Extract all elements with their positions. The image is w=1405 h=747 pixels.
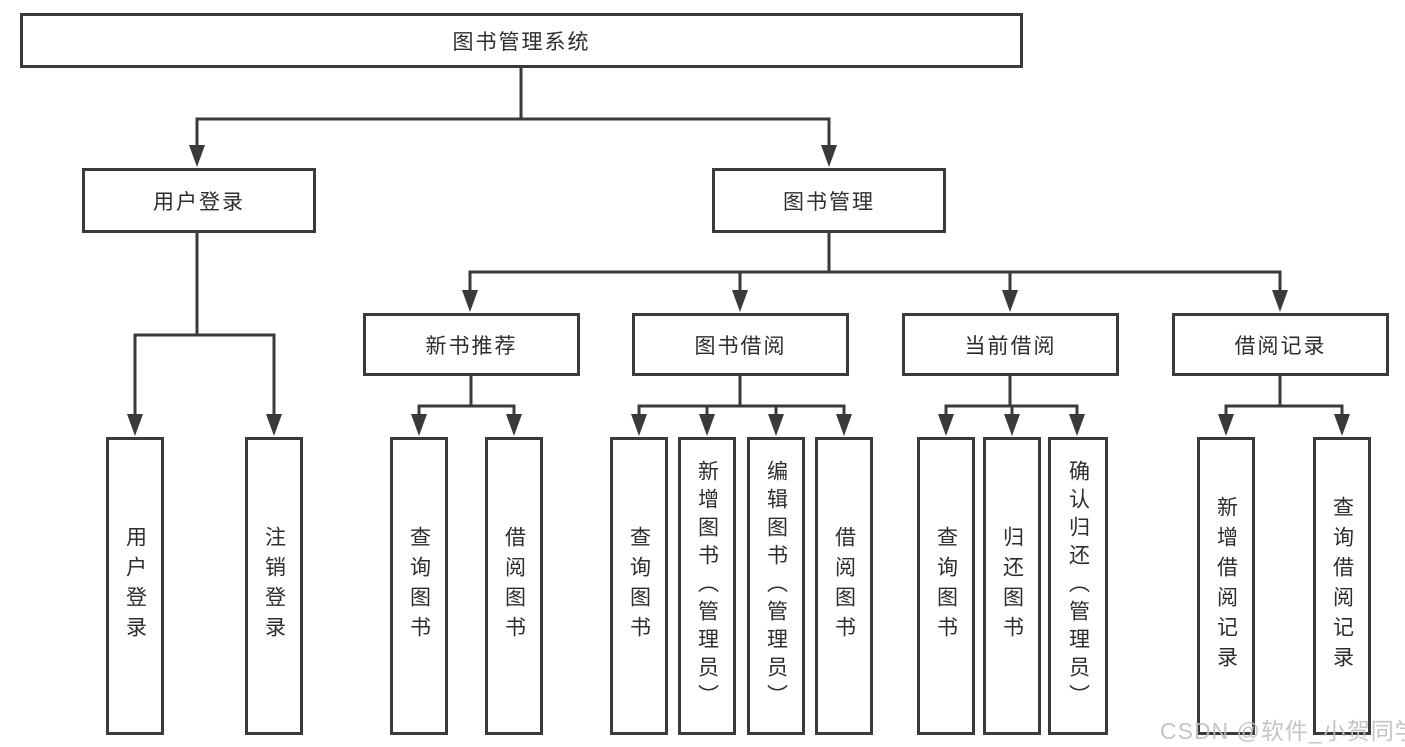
connector-userlogin-bracket — [133, 333, 276, 414]
arrowhead — [732, 290, 748, 312]
node-query-books-borrow: 查询图书 — [610, 437, 668, 735]
node-borrow-books-recommend: 借阅图书 — [485, 437, 543, 735]
connector-level3-bracket — [468, 270, 1282, 290]
arrowhead — [1069, 414, 1085, 436]
node-current-borrow: 当前借阅 — [902, 313, 1119, 376]
arrowhead — [1004, 414, 1020, 436]
arrowhead — [127, 414, 143, 436]
node-query-books-current-label: 查询图书 — [934, 526, 958, 646]
node-return-books: 归还图书 — [983, 437, 1041, 735]
arrowhead — [836, 414, 852, 436]
arrowhead — [768, 414, 784, 436]
node-book-management-label: 图书管理 — [783, 190, 875, 214]
node-query-books-recommend-label: 查询图书 — [407, 526, 431, 646]
node-borrow-books-recommend-label: 借阅图书 — [502, 526, 526, 646]
node-logout-action-label: 注销登录 — [262, 526, 286, 646]
node-borrow-records-label: 借阅记录 — [1234, 334, 1327, 358]
node-confirm-return-admin-label: 确认归还（管理员） — [1066, 460, 1090, 712]
arrowhead — [1272, 290, 1288, 312]
arrowhead — [462, 290, 478, 312]
node-current-borrow-label: 当前借阅 — [964, 334, 1057, 358]
connector-borrow-bracket — [637, 404, 846, 414]
node-book-management: 图书管理 — [712, 168, 946, 233]
node-add-books-admin-label: 新增图书（管理员） — [695, 460, 719, 712]
node-new-book-recommend-label: 新书推荐 — [425, 334, 518, 358]
node-user-login: 用户登录 — [82, 168, 316, 233]
connector-records-bracket — [1224, 404, 1344, 414]
node-borrow-books-label: 借阅图书 — [832, 526, 856, 646]
node-query-books-borrow-label: 查询图书 — [627, 526, 651, 646]
node-logout-action: 注销登录 — [245, 437, 303, 735]
node-root: 图书管理系统 — [20, 13, 1023, 68]
node-book-borrow-label: 图书借阅 — [694, 334, 787, 358]
node-user-login-label: 用户登录 — [153, 190, 245, 214]
connector-level2-bracket — [195, 117, 831, 145]
node-add-borrow-record-label: 新增借阅记录 — [1214, 496, 1238, 676]
node-query-books-recommend: 查询图书 — [390, 437, 448, 735]
node-root-label: 图书管理系统 — [452, 30, 591, 54]
node-book-borrow: 图书借阅 — [632, 313, 849, 376]
arrowhead — [266, 414, 282, 436]
arrowhead — [411, 414, 427, 436]
node-borrow-books: 借阅图书 — [815, 437, 873, 735]
node-login-action: 用户登录 — [106, 437, 164, 735]
node-edit-books-admin-label: 编辑图书（管理员） — [764, 460, 788, 712]
arrowhead — [631, 414, 647, 436]
node-add-borrow-record: 新增借阅记录 — [1197, 437, 1255, 735]
arrowhead — [821, 145, 837, 167]
connector-recommend-bracket — [417, 404, 516, 414]
node-login-action-label: 用户登录 — [123, 526, 147, 646]
arrowhead — [938, 414, 954, 436]
node-new-book-recommend: 新书推荐 — [363, 313, 580, 376]
arrowhead — [1334, 414, 1350, 436]
node-add-books-admin: 新增图书（管理员） — [678, 437, 736, 735]
node-borrow-records: 借阅记录 — [1172, 313, 1389, 376]
node-confirm-return-admin: 确认归还（管理员） — [1048, 437, 1108, 735]
arrowhead — [699, 414, 715, 436]
arrowhead — [189, 145, 205, 167]
arrowhead — [1002, 290, 1018, 312]
node-query-borrow-record: 查询借阅记录 — [1313, 437, 1371, 735]
arrowhead — [1218, 414, 1234, 436]
node-query-books-current: 查询图书 — [917, 437, 975, 735]
watermark: CSDN @软件_小贺同学 — [1160, 718, 1405, 744]
node-query-borrow-record-label: 查询借阅记录 — [1330, 496, 1354, 676]
node-edit-books-admin: 编辑图书（管理员） — [747, 437, 805, 735]
arrowhead — [506, 414, 522, 436]
node-return-books-label: 归还图书 — [1000, 526, 1024, 646]
